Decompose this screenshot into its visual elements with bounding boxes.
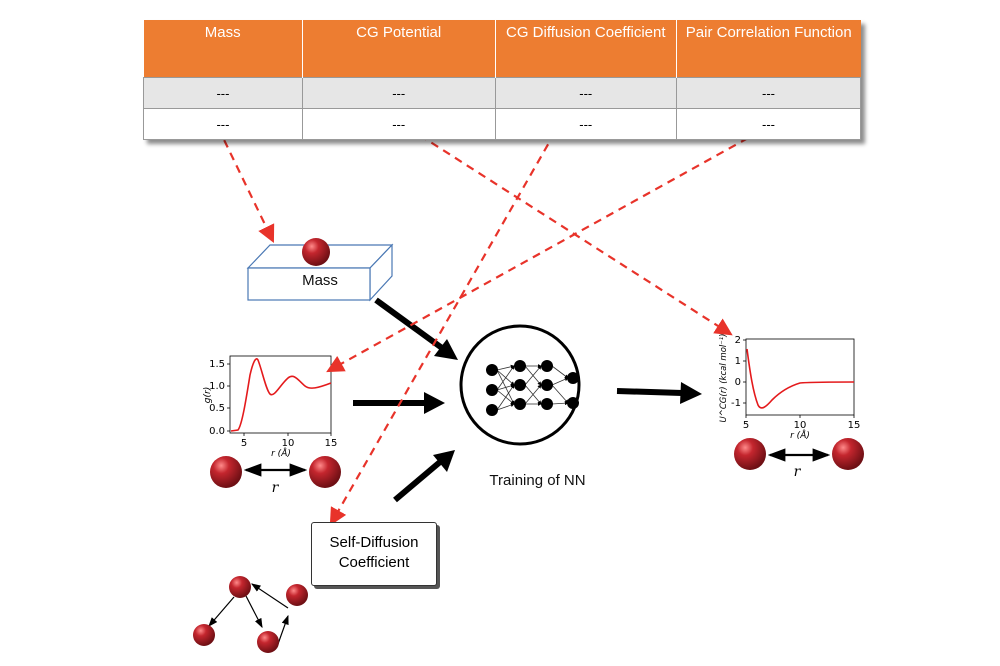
pair-distance-right: r xyxy=(734,438,864,480)
property-table: Mass CG Potential CG Diffusion Coefficie… xyxy=(143,20,861,140)
training-label: Training of NN xyxy=(489,472,586,489)
ucg-ytick: 2 xyxy=(735,335,741,346)
gr-xlabel: r (Å) xyxy=(271,447,291,459)
neural-network-icon xyxy=(459,324,581,446)
mapping-arrows xyxy=(211,114,749,526)
ucg-ytick: 1 xyxy=(735,356,741,367)
distance-label: r xyxy=(794,464,802,480)
mass-box-icon xyxy=(246,238,394,302)
sphere-icon xyxy=(832,438,864,470)
gr-xtick: 15 xyxy=(325,438,338,449)
table-row: --- --- --- --- xyxy=(143,77,861,109)
gr-plot: 0.0 0.5 1.0 1.5 5 10 15 r (Å) g(r) xyxy=(203,355,338,459)
table-header-row: Mass CG Potential CG Diffusion Coefficie… xyxy=(143,20,861,78)
gr-ylabel: g(r) xyxy=(203,387,213,403)
ucg-ylabel: U^CG(r) (kcal mol⁻¹) xyxy=(719,334,729,423)
sphere-icon xyxy=(229,576,251,598)
ucg-xtick: 10 xyxy=(794,420,807,431)
gr-ytick: 1.0 xyxy=(209,381,225,392)
mass-label: Mass xyxy=(302,272,338,289)
ucg-xtick: 15 xyxy=(848,420,861,431)
ucg-xlabel: r (Å) xyxy=(790,429,810,441)
table-header-cell: Pair Correlation Function xyxy=(676,20,861,78)
table-cell: --- xyxy=(143,77,303,109)
table-cell: --- xyxy=(143,108,303,140)
table-cell: --- xyxy=(676,108,861,140)
self-diffusion-label-line1: Self-Diffusion xyxy=(329,534,419,551)
gr-xtick: 5 xyxy=(241,438,247,449)
sphere-icon xyxy=(309,456,341,488)
gr-ytick: 0.5 xyxy=(209,403,225,414)
sphere-icon xyxy=(210,456,242,488)
pair-distance-left: r xyxy=(210,456,341,496)
sphere-icon xyxy=(193,624,215,646)
ucg-ytick: 0 xyxy=(735,377,741,388)
ucg-plot: 2 1 0 -1 5 10 15 r (Å) U^CG(r) (kcal mol… xyxy=(719,334,860,441)
ucg-xtick: 5 xyxy=(743,420,749,431)
table-header-cell: CG Diffusion Coefficient xyxy=(495,20,678,78)
table-cell: --- xyxy=(301,108,496,140)
table-row: --- --- --- --- xyxy=(143,108,861,140)
self-diffusion-box: Self-Diffusion Coefficient xyxy=(311,522,437,586)
ucg-ytick: -1 xyxy=(731,398,741,409)
gr-ytick: 0.0 xyxy=(209,426,225,437)
table-cell: --- xyxy=(676,77,861,109)
table-cell: --- xyxy=(301,77,496,109)
table-header-cell: CG Potential xyxy=(302,20,496,78)
table-cell: --- xyxy=(494,77,678,109)
self-diffusion-label-line2: Coefficient xyxy=(338,554,410,571)
table-cell: --- xyxy=(494,108,678,140)
diffusion-path-icon xyxy=(193,576,308,653)
distance-label: r xyxy=(272,480,280,496)
table-header-cell: Mass xyxy=(143,20,303,78)
gr-xtick: 10 xyxy=(282,438,295,449)
gr-ytick: 1.5 xyxy=(209,359,225,370)
sphere-icon xyxy=(257,631,279,653)
flow-arrows xyxy=(353,297,702,503)
sphere-icon xyxy=(734,438,766,470)
sphere-icon xyxy=(302,238,330,266)
sphere-icon xyxy=(286,584,308,606)
